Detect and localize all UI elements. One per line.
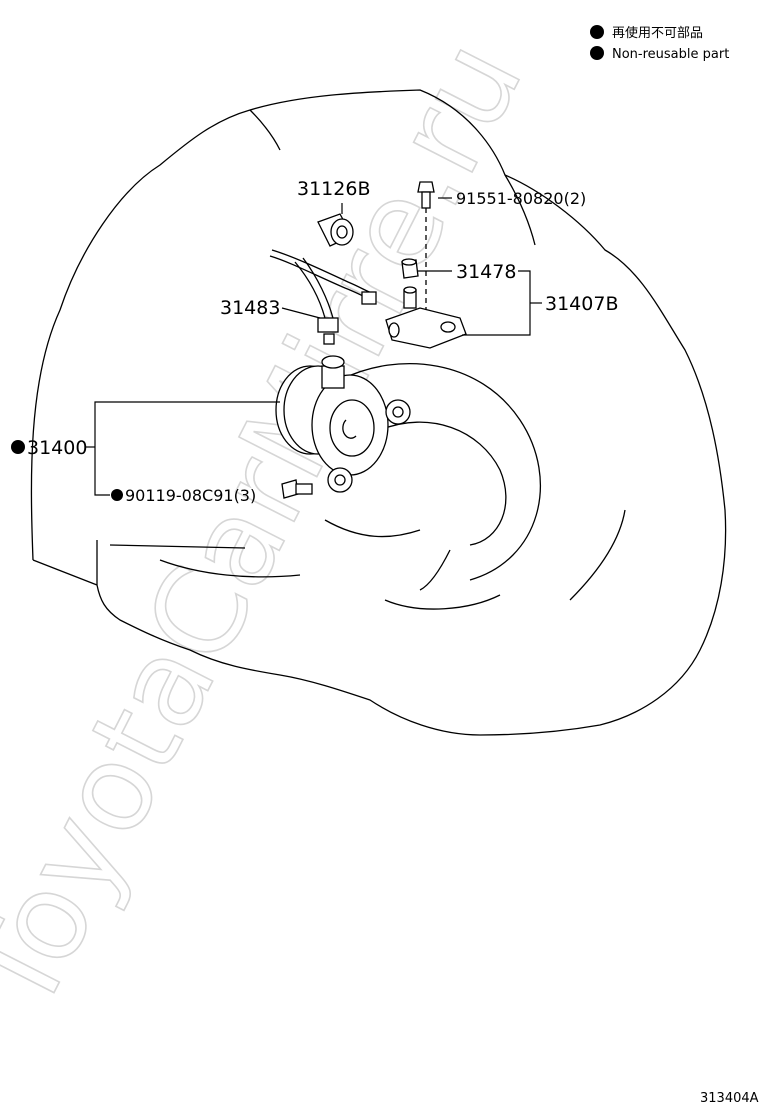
leader-lines: [85, 197, 542, 496]
part-31407B-drawing: [385, 286, 467, 349]
legend-text-en: Non-reusable part: [612, 47, 729, 62]
label-90119: 90119-08C91(3): [125, 486, 256, 505]
nonreusable-marker-31400: [11, 440, 25, 454]
label-91551: 91551-80820(2): [456, 189, 586, 208]
watermark-text: ToyotaCarMirre.ru: [0, 20, 550, 1034]
label-31483: 31483: [220, 297, 280, 319]
legend-marker-en: [590, 46, 604, 60]
diagram-code: 313404A: [700, 1091, 759, 1106]
transmission-housing: [30, 89, 727, 736]
watermark: ToyotaCarMirre.ru: [0, 19, 551, 1035]
label-31407B: 31407B: [545, 293, 618, 315]
legend-marker-jp: [590, 25, 604, 39]
part-31478-drawing: [401, 258, 419, 279]
part-91551-bolt-drawing: [417, 181, 435, 310]
label-31400: 31400: [27, 437, 87, 459]
part-90119-bolt-drawing: [281, 479, 313, 499]
part-31483-line-drawing: [269, 249, 377, 345]
part-31400-cylinder-drawing: [275, 355, 411, 493]
legend-text-jp: 再使用不可部品: [612, 25, 703, 41]
part-31126B-drawing: [317, 213, 354, 247]
legend: 再使用不可部品 Non-reusable part: [590, 25, 729, 62]
label-31478: 31478: [456, 261, 516, 283]
label-31126B: 31126B: [297, 178, 370, 200]
nonreusable-marker-90119: [111, 489, 123, 501]
